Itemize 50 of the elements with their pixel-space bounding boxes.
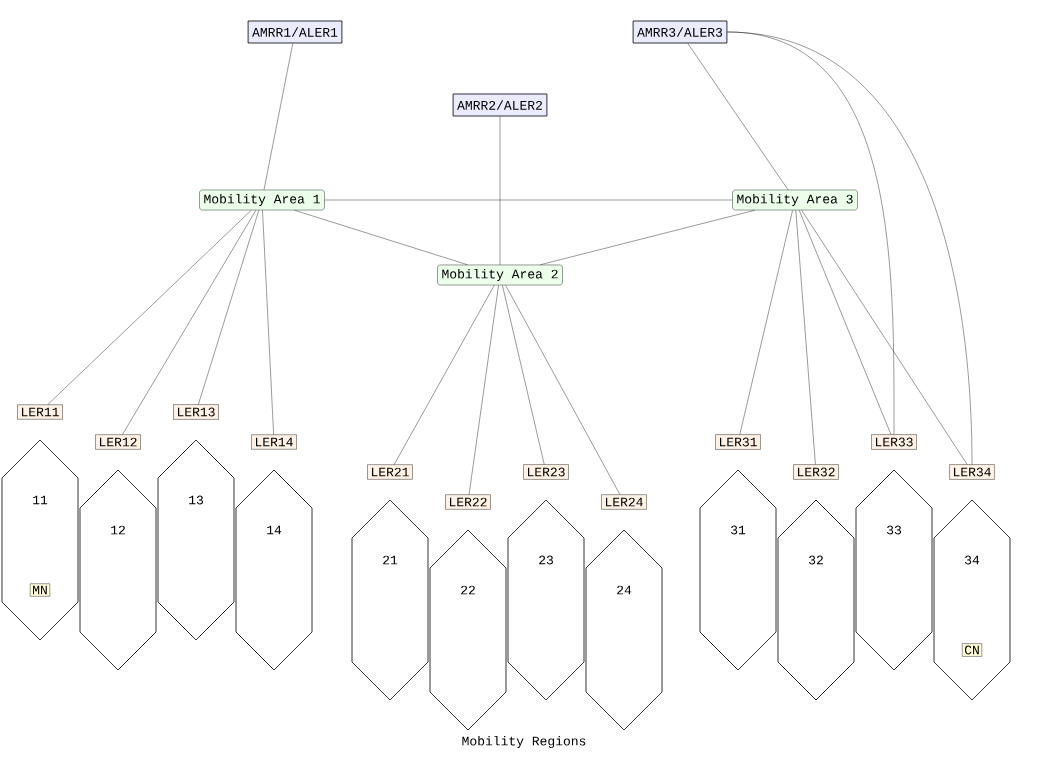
link-line xyxy=(263,43,293,190)
edge-router-box: LER22 xyxy=(445,494,491,510)
link-line xyxy=(324,199,733,201)
link-line xyxy=(47,210,252,405)
link-line xyxy=(294,210,468,265)
link-line xyxy=(795,210,816,465)
cell-hexagon: 14 xyxy=(235,469,313,671)
cell-hexagon: 33 xyxy=(855,469,933,671)
router-box: AMRR2/ALER2 xyxy=(452,93,548,117)
link-line xyxy=(801,210,968,465)
link-line xyxy=(739,210,793,435)
link-line xyxy=(727,31,973,465)
link-line xyxy=(502,285,545,465)
link-line xyxy=(505,285,621,495)
edge-router-box: LER21 xyxy=(367,464,413,480)
cell-hexagon: 31 xyxy=(699,469,777,671)
link-line xyxy=(799,210,892,435)
link-line xyxy=(262,210,274,435)
link-line xyxy=(394,285,495,465)
router-box: AMRR1/ALER1 xyxy=(247,20,343,44)
link-line xyxy=(687,43,789,190)
edge-router-box: LER23 xyxy=(523,464,569,480)
edge-router-box: LER11 xyxy=(17,404,63,420)
edge-router-box: LER12 xyxy=(95,434,141,450)
router-box: AMRR3/ALER3 xyxy=(632,20,728,44)
link-line xyxy=(122,210,257,435)
link-line xyxy=(468,285,499,495)
cell-hexagon: 22 xyxy=(429,529,507,731)
edge-router-box: LER24 xyxy=(601,494,647,510)
edge-router-box: LER34 xyxy=(949,464,995,480)
area-router-box: Mobility Area 3 xyxy=(732,189,858,211)
caption: Mobility Regions xyxy=(462,735,586,749)
edge-router-box: LER31 xyxy=(715,434,761,450)
host-box: MN xyxy=(30,583,50,597)
area-router-box: Mobility Area 2 xyxy=(437,264,563,286)
cell-hexagon: 13 xyxy=(157,439,235,641)
host-box: CN xyxy=(962,643,983,657)
edge-router-box: LER33 xyxy=(871,434,917,450)
cell-hexagon: 24 xyxy=(585,529,663,731)
edge-router-box: LER32 xyxy=(793,464,839,480)
cell-hexagon: 23 xyxy=(507,499,585,701)
link-line xyxy=(540,210,755,265)
edge-router-box: LER14 xyxy=(251,434,297,450)
edge-router-box: LER13 xyxy=(173,404,219,420)
cell-hexagon: 12 xyxy=(79,469,157,671)
area-router-box: Mobility Area 1 xyxy=(199,189,325,211)
cell-hexagon: 21 xyxy=(351,499,429,701)
link-line xyxy=(499,116,501,265)
cell-hexagon: 32 xyxy=(777,499,855,701)
link-line xyxy=(198,210,259,405)
